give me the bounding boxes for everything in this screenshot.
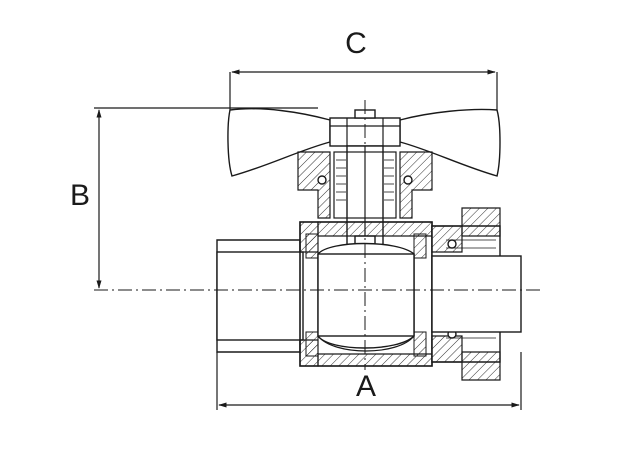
dimension-b-label: B (70, 179, 90, 212)
dimension-a-label: A (356, 370, 376, 403)
handle-wing-right (399, 108, 501, 177)
dimension-a: A (216, 352, 522, 410)
dimension-b: B (70, 107, 318, 289)
dimension-c-label: C (345, 27, 367, 60)
right-pipe (431, 255, 522, 333)
valve-body (216, 207, 522, 381)
handle-wing-left (227, 108, 331, 177)
butterfly-handle (227, 108, 501, 177)
